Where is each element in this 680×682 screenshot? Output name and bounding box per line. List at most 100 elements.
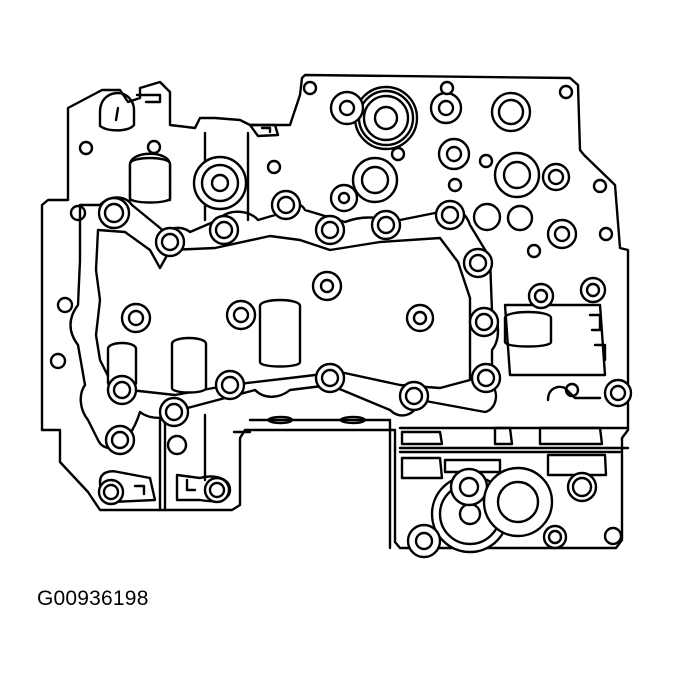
hole <box>598 226 614 242</box>
bolt-hole <box>103 202 125 224</box>
hole <box>506 204 534 232</box>
hole-boss <box>490 91 532 133</box>
hole <box>266 159 282 175</box>
clip-tab-upper <box>248 123 280 138</box>
slot-right <box>338 415 367 425</box>
bolt-boss <box>370 209 402 241</box>
hole-boss <box>203 476 231 504</box>
bolt-hole <box>468 253 488 273</box>
bolt-boss <box>398 380 430 412</box>
hole <box>458 476 480 498</box>
hole-boss <box>351 156 399 204</box>
bolt-hole <box>320 368 340 388</box>
bolt-boss <box>462 247 494 279</box>
bolt-hole <box>320 220 340 240</box>
bore-center-hole <box>210 173 230 193</box>
solenoid-valve-cylinder <box>503 310 553 348</box>
spool-segment-1 <box>400 430 444 446</box>
hole-boss <box>120 302 152 334</box>
slot-left <box>266 415 294 425</box>
clip-tab-mark <box>260 126 272 134</box>
bolt-boss <box>468 306 500 338</box>
manual-valve-notches <box>588 313 607 362</box>
large-bores <box>192 85 510 554</box>
hole <box>472 202 502 232</box>
hole-boss <box>225 299 257 331</box>
ringed-holes <box>97 90 633 559</box>
hole <box>558 84 574 100</box>
hole <box>497 98 525 126</box>
hole <box>533 288 549 304</box>
bolt-hole <box>220 375 240 395</box>
detent-lever <box>546 385 602 402</box>
hole <box>102 483 120 501</box>
solenoid-valve-cylinder <box>258 298 302 368</box>
hole <box>585 282 601 298</box>
hole <box>337 191 351 205</box>
bolt-boss <box>314 214 346 246</box>
hole <box>166 434 188 456</box>
figure-id-label: G00936198 <box>37 587 149 610</box>
hole <box>571 476 593 498</box>
bolt-hole <box>112 380 132 400</box>
hole-boss <box>97 478 125 506</box>
hole-boss <box>603 378 633 408</box>
hole-boss <box>406 523 442 559</box>
hole-boss <box>437 137 471 171</box>
hole <box>445 145 463 163</box>
hole-boss <box>449 467 489 507</box>
hole <box>547 168 565 186</box>
hole-boss <box>311 270 343 302</box>
bolt-boss <box>158 396 190 428</box>
hole <box>319 278 335 294</box>
bolt-holes <box>69 189 502 456</box>
manual-valve-housing <box>503 303 607 377</box>
hole-boss <box>482 466 554 538</box>
bolt-hole <box>110 430 130 450</box>
hole <box>338 99 356 117</box>
bolt-boss <box>270 189 302 221</box>
bolt-hole <box>276 195 296 215</box>
bolt-hole <box>214 220 234 240</box>
hole-boss <box>429 91 463 125</box>
lower-right-spool-channels <box>398 303 630 480</box>
bore-ring <box>362 94 410 142</box>
hole-boss <box>546 218 578 250</box>
bolt-boss <box>154 226 186 258</box>
spool-segment-3 <box>538 426 604 446</box>
plain-holes <box>49 80 614 456</box>
bolt-boss <box>214 369 246 401</box>
hole-boss <box>405 303 435 333</box>
hole <box>49 352 67 370</box>
hole <box>478 153 494 169</box>
bolt-boss <box>314 362 346 394</box>
hole-boss <box>579 276 607 304</box>
hole <box>127 309 145 327</box>
banjo-fitting <box>98 91 136 132</box>
lower-left-clips <box>98 413 392 550</box>
bolt-boss <box>104 424 136 456</box>
bolt-hole <box>404 386 424 406</box>
retainer-clip-right-mark <box>185 478 197 492</box>
bolt-boss <box>106 374 138 406</box>
bolt-boss <box>470 362 502 394</box>
spool-segment-2 <box>493 426 514 446</box>
bolt-hole <box>164 402 184 422</box>
hole <box>502 160 532 190</box>
solenoids <box>106 156 553 394</box>
separator-plate-edge <box>232 418 392 550</box>
hole <box>78 140 94 156</box>
hole <box>603 526 623 546</box>
hole-boss <box>329 90 365 126</box>
solenoid-valve-cylinder <box>128 156 172 204</box>
hole <box>447 177 463 193</box>
hole-boss <box>329 183 359 213</box>
retainer-clip-left-mark <box>133 484 146 496</box>
bolt-hole <box>160 232 180 252</box>
hole-boss <box>542 524 568 550</box>
hole-boss <box>527 282 555 310</box>
valve-body-outline <box>40 73 630 550</box>
spool-segment-4 <box>400 456 444 480</box>
hole-boss <box>541 162 571 192</box>
